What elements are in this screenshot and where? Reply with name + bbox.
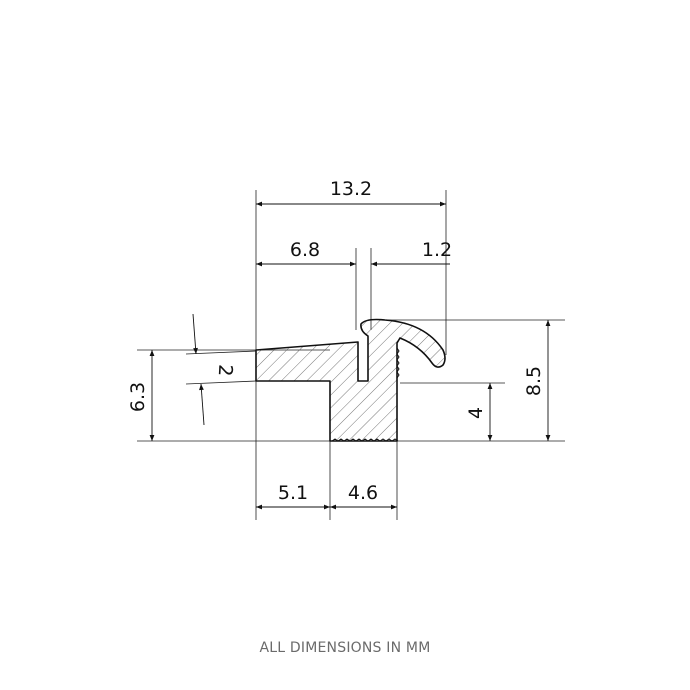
dim-label-stem-width: 4.6 <box>348 482 378 504</box>
dim-label-lip-width: 1.2 <box>422 239 452 261</box>
profile-section <box>255 318 446 442</box>
profile-body <box>255 318 446 442</box>
dim-label-overall-height: 8.5 <box>523 366 545 396</box>
dim-line-2-top <box>192 313 198 355</box>
dim-line-2-bottom <box>199 383 205 426</box>
dimension-labels: 13.2 6.8 1.2 8.5 4 6.3 2 5.1 4.6 <box>127 178 545 504</box>
dimension-lines <box>149 201 551 510</box>
units-caption: ALL DIMENSIONS IN MM <box>259 640 431 656</box>
dim-label-overall-width: 13.2 <box>330 178 372 200</box>
dim-label-flange-height: 6.3 <box>127 382 149 412</box>
dim-label-flange-thickness: 2 <box>214 364 237 377</box>
dim-label-left-width: 6.8 <box>290 239 320 261</box>
serrated-edge-base <box>331 438 399 442</box>
dim-label-base-offset: 5.1 <box>278 482 308 504</box>
dim-label-stem-height: 4 <box>465 407 487 419</box>
serrated-edge-stem <box>396 347 400 379</box>
